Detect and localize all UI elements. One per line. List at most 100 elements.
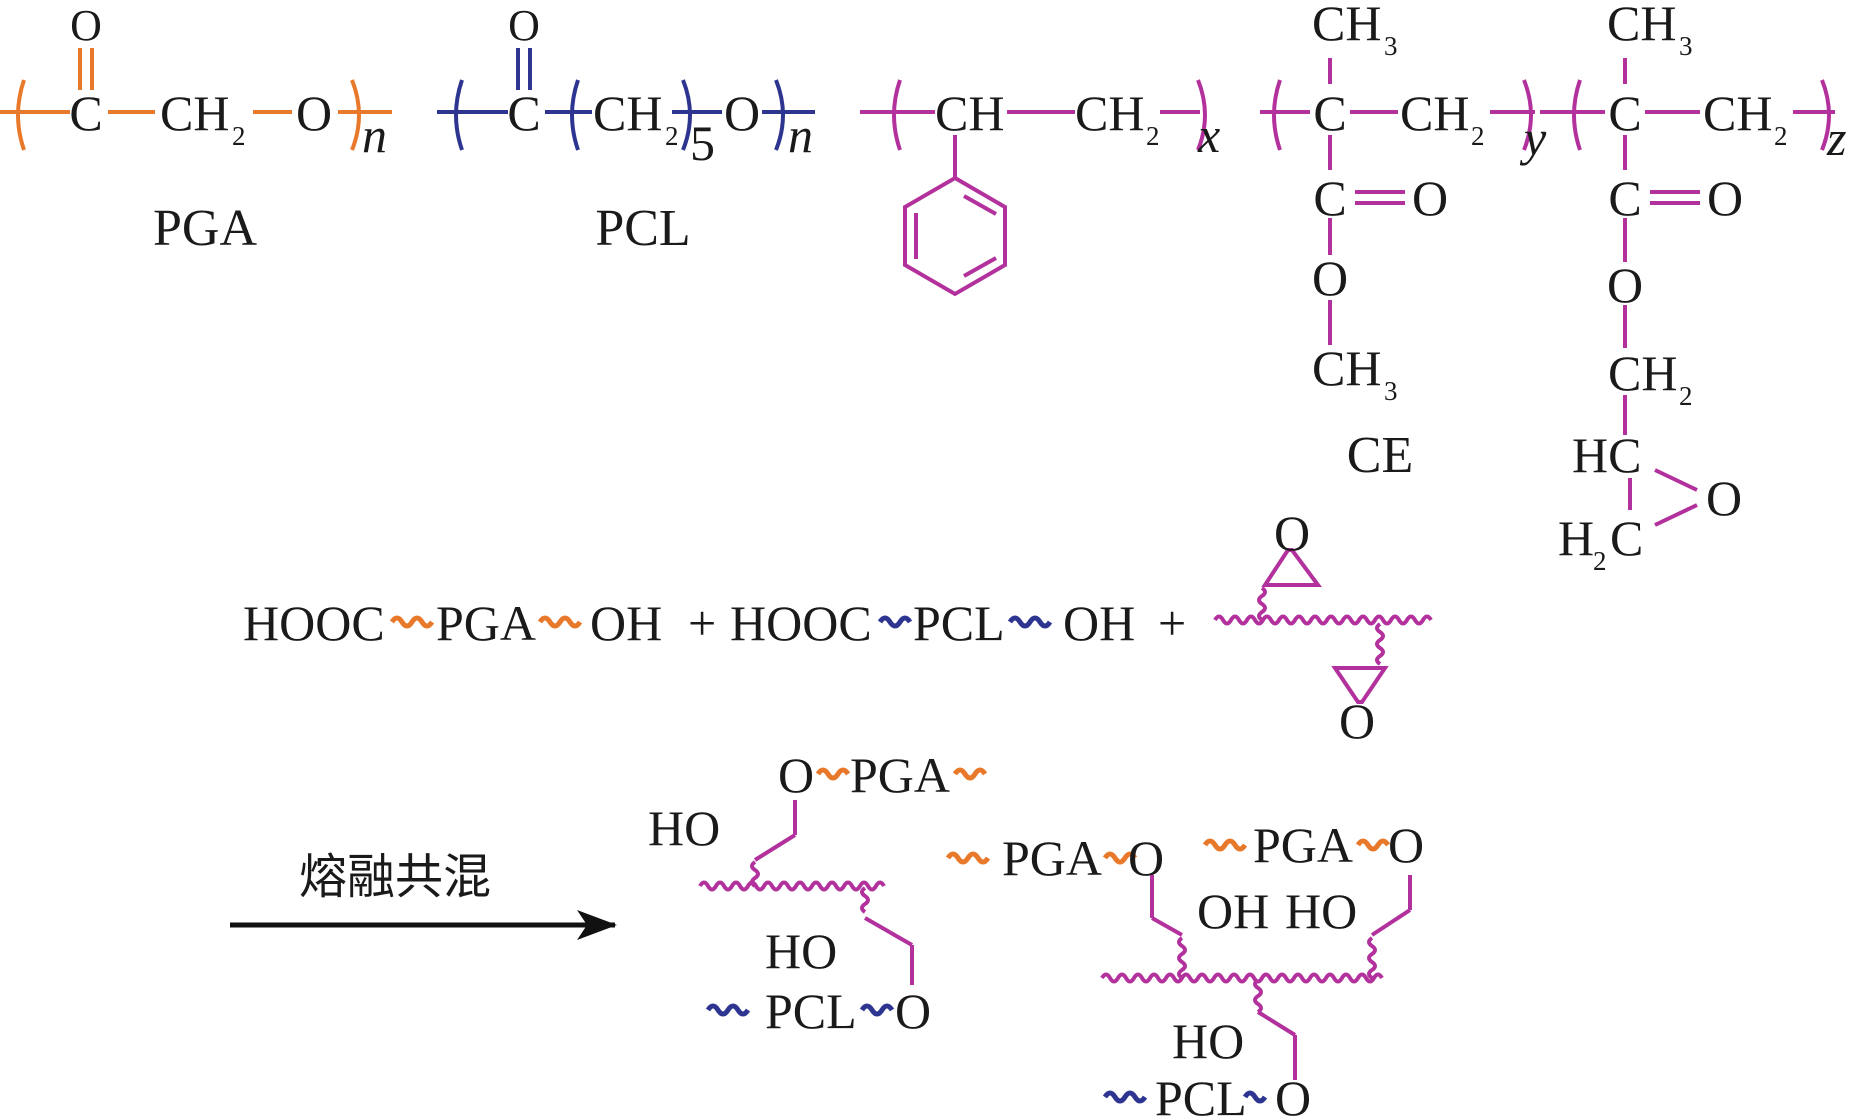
pga-ch-text: CH	[160, 85, 229, 141]
ce-y-methoxy-ch3: CH	[1312, 340, 1381, 396]
ce-z-right-bracket	[1820, 79, 1831, 151]
product-1-oxygen-bottom: O	[895, 983, 931, 1039]
pcl-sub-5: 5	[690, 115, 715, 171]
epoxide-oxygen-top: O	[1274, 505, 1310, 561]
product-2-hydroxyl-right: HO	[1285, 883, 1357, 939]
pcl-inner-right-bracket	[681, 79, 692, 151]
pcl-reactant-label: PCL	[913, 595, 1005, 651]
ce-z-epoxide-hc: HC	[1572, 427, 1641, 483]
product-2-wavy-side-chain	[1253, 978, 1263, 1014]
product-2-pga-label: PGA	[1253, 817, 1353, 873]
pga-structure	[0, 48, 392, 151]
ce-y-sub-3: 3	[1384, 31, 1398, 61]
pcl-structure	[437, 48, 815, 151]
product-1-hydroxyl-bottom: HO	[765, 923, 837, 979]
ce-y-carbon: C	[1313, 85, 1346, 141]
pcl-wavy-chain	[1007, 615, 1053, 629]
product-1-bond	[753, 833, 797, 862]
product-2-pcl-oxygen: O	[1275, 1070, 1311, 1119]
pcl-label: PCL	[595, 200, 690, 257]
ce-label: CE	[1347, 427, 1413, 484]
ce-y-methoxy-sub-3: 3	[1384, 376, 1398, 406]
ce-y-right-bracket	[1522, 79, 1533, 151]
pga-oxygen: O	[296, 85, 332, 141]
product-2-bonds	[1100, 875, 1412, 1080]
product-2-hydroxyl-bottom: HO	[1172, 1013, 1244, 1069]
ce-z-epoxide-h: H	[1558, 510, 1594, 566]
pcl-ch-text: CH	[593, 85, 662, 141]
pga-methylene: CH	[160, 85, 229, 141]
ce-atoms: CH CH 2 x CH 3 C CH 2 y C O O CH 3 CE CH…	[935, 0, 1846, 576]
ce-z-carbonyl-oxygen: O	[1707, 170, 1743, 226]
reactants-row: HOOC PGA OH + HOOC PCL OH + O O	[243, 505, 1433, 749]
product-1-hydroxyl-top: HO	[648, 800, 720, 856]
plus-sign: +	[1158, 595, 1186, 651]
ce-z-ch3: CH	[1607, 0, 1676, 51]
epoxide-ring-top	[1261, 548, 1322, 587]
ce-wavy-side-chain	[1375, 622, 1385, 666]
product-1-oxygen: O	[778, 747, 814, 803]
pcl-repeat-n: n	[788, 107, 813, 163]
pcl-oh: OH	[1063, 595, 1135, 651]
epoxide-ring-bottom	[1331, 666, 1389, 704]
pcl-oxygen: O	[724, 85, 760, 141]
ce-y-left-bracket	[1272, 79, 1282, 151]
pga-atoms: O C CH 2 O n PGA	[69, 1, 387, 257]
product-2-wavy-backbone	[1100, 972, 1384, 984]
ce-phenyl-double-bond	[963, 194, 997, 216]
pcl-wavy-chain	[1242, 1090, 1268, 1104]
ce-z-epoxide-c: C	[1610, 510, 1643, 566]
ce-schematic	[1213, 548, 1433, 704]
ce-z-epoxide-sub-2: 2	[1593, 546, 1607, 576]
pga-carbon: C	[69, 85, 102, 141]
ce-repeat-x: x	[1197, 107, 1220, 163]
product-2-hydroxyl-left: OH	[1197, 883, 1269, 939]
reaction-arrow-group: 熔融共混	[230, 849, 617, 940]
ce-y-ester-oxygen: O	[1312, 250, 1348, 306]
ce-repeat-y: y	[1519, 110, 1547, 166]
product-2-bond	[1151, 916, 1183, 937]
pcl-hooc: HOOC	[730, 595, 872, 651]
product-2-bond	[1370, 908, 1412, 937]
pcl-right-bracket	[774, 79, 785, 151]
pcl-wavy-chain	[1102, 1090, 1148, 1104]
free-pga-oxygen: O	[1128, 830, 1164, 886]
pcl-wavy-chain	[859, 1003, 895, 1017]
ce-wavy-backbone	[1213, 614, 1433, 626]
pcl-inner-left-bracket	[570, 79, 580, 151]
ce-z-sub-2: 2	[1774, 121, 1788, 151]
pga-wavy-chain	[1202, 838, 1248, 852]
ce-phenyl-ring	[903, 175, 1007, 297]
ce-y-carbonyl-carbon: C	[1313, 170, 1346, 226]
ce-x-right-bracket	[1196, 79, 1207, 151]
pga-carbonyl-oxygen: O	[70, 1, 102, 50]
pga-hooc: HOOC	[243, 595, 385, 651]
pcl-carbonyl-oxygen: O	[508, 1, 540, 50]
reaction-condition-label: 熔融共混	[299, 849, 491, 905]
ce-z-carbon: C	[1608, 85, 1641, 141]
ce-ch: CH	[935, 85, 1004, 141]
product-2-wavy-side-chain	[1177, 936, 1187, 980]
ce-z-ester-oxygen: O	[1607, 257, 1643, 313]
ce-ch2-text: CH	[1075, 85, 1144, 141]
ce-z-sub-3: 3	[1679, 31, 1693, 61]
pga-wavy-chain	[945, 851, 991, 865]
ce-z-glycidyl-sub-2: 2	[1679, 381, 1693, 411]
plus-sign: +	[688, 595, 716, 651]
pga-wavy-chain	[537, 615, 583, 629]
pga-sub-2: 2	[232, 121, 246, 151]
product-2-bond	[1256, 1010, 1297, 1037]
pga-wavy-chain	[952, 767, 988, 781]
ce-structure	[860, 58, 1835, 527]
pga-right-bracket	[350, 79, 361, 151]
pcl-atoms: O C CH 2 5 O n PCL	[507, 1, 813, 257]
pga-oh: OH	[590, 595, 662, 651]
ce-y-sub-2: 2	[1471, 121, 1485, 151]
pcl-wavy-chain	[877, 615, 913, 629]
pga-label: PGA	[153, 200, 257, 257]
products: O PGA HO HO PCL O PGA O PGA O OH H	[648, 747, 1424, 1119]
ce-z-ch2: CH	[1703, 85, 1772, 141]
ce-phenyl-double-bond	[963, 256, 997, 278]
ce-wavy-side-chain	[1257, 586, 1267, 622]
